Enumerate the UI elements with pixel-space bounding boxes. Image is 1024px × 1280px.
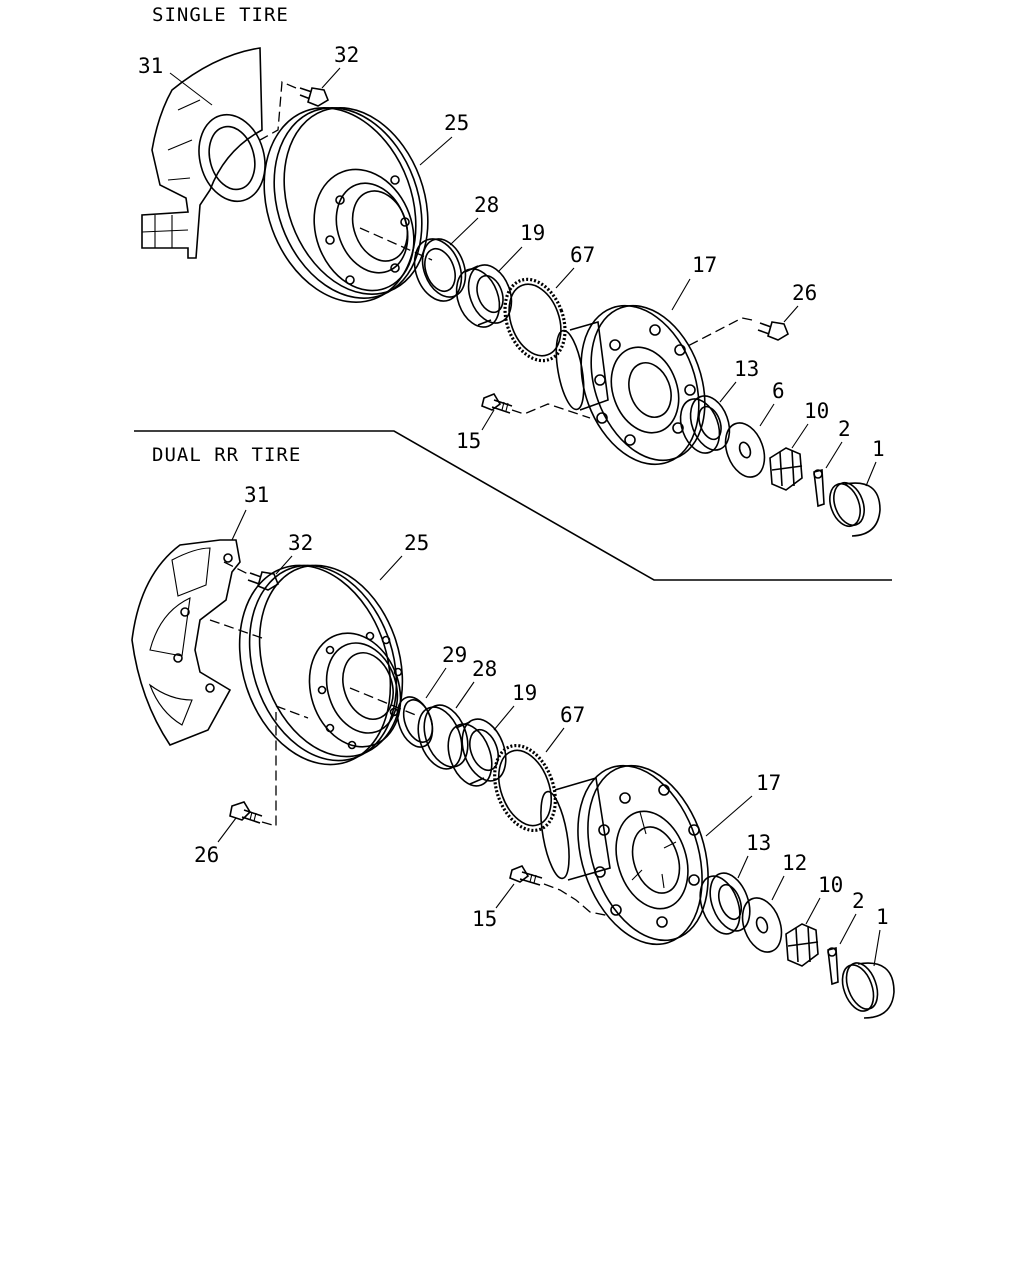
label-15-dual: 15 bbox=[472, 907, 497, 931]
label-19: 19 bbox=[520, 221, 545, 245]
part-17-hub-dual bbox=[540, 764, 709, 946]
part-28-seal-dual bbox=[417, 704, 469, 770]
label-32: 32 bbox=[334, 43, 359, 67]
section-title-single-tire: SINGLE TIRE bbox=[152, 4, 289, 26]
label-1-dual: 1 bbox=[876, 905, 889, 929]
part-1-hub-cap-dual bbox=[841, 962, 895, 1019]
section-title-dual-rr-tire: DUAL RR TIRE bbox=[152, 444, 301, 466]
label-13: 13 bbox=[734, 357, 759, 381]
label-25: 25 bbox=[444, 111, 469, 135]
label-17: 17 bbox=[692, 253, 717, 277]
part-1-hub-cap bbox=[829, 481, 881, 537]
label-26: 26 bbox=[792, 281, 817, 305]
label-67-dual: 67 bbox=[560, 703, 585, 727]
label-31: 31 bbox=[138, 54, 163, 78]
section-divider bbox=[134, 430, 892, 581]
label-67: 67 bbox=[570, 243, 595, 267]
label-32-dual: 32 bbox=[288, 531, 313, 555]
part-28-seal bbox=[413, 238, 467, 302]
label-6: 6 bbox=[772, 379, 785, 403]
part-17-hub bbox=[555, 304, 706, 466]
part-31-dust-shield bbox=[141, 47, 266, 259]
part-13-bearing-dual bbox=[699, 872, 751, 935]
part-2-cotter-pin-dual bbox=[827, 946, 839, 986]
label-13-dual: 13 bbox=[746, 831, 771, 855]
label-29: 29 bbox=[442, 643, 467, 667]
label-1: 1 bbox=[872, 437, 885, 461]
label-10: 10 bbox=[804, 399, 829, 423]
label-2-dual: 2 bbox=[852, 889, 865, 913]
part-2-cotter-pin bbox=[813, 468, 825, 508]
label-31-dual: 31 bbox=[244, 483, 269, 507]
part-32-bolt bbox=[299, 87, 329, 107]
label-2: 2 bbox=[838, 417, 851, 441]
part-29-ring bbox=[396, 696, 434, 748]
label-25-dual: 25 bbox=[404, 531, 429, 555]
part-26-bolt bbox=[757, 321, 789, 341]
single-tire-assembly: 31 32 25 bbox=[138, 43, 885, 537]
label-28: 28 bbox=[474, 193, 499, 217]
part-31-dust-shield-dual bbox=[131, 539, 241, 746]
part-19-bearing bbox=[455, 264, 513, 328]
part-25-brake-disc-dual bbox=[238, 564, 404, 766]
part-10-castle-nut-dual bbox=[785, 923, 819, 967]
part-6-washer bbox=[724, 422, 766, 478]
dual-tire-assembly: 31 32 25 bbox=[131, 483, 895, 1019]
label-28-dual: 28 bbox=[472, 657, 497, 681]
part-15-stud bbox=[481, 393, 513, 414]
label-15: 15 bbox=[456, 429, 481, 453]
label-26-dual: 26 bbox=[194, 843, 219, 867]
label-19-dual: 19 bbox=[512, 681, 537, 705]
part-10-castle-nut bbox=[769, 447, 803, 491]
part-26-bolt-dual bbox=[229, 801, 263, 824]
part-25-brake-disc bbox=[263, 107, 429, 303]
part-13-bearing bbox=[679, 395, 731, 454]
label-17-dual: 17 bbox=[756, 771, 781, 795]
part-15-stud-dual bbox=[509, 865, 543, 886]
part-12-washer bbox=[741, 897, 783, 953]
label-10-dual: 10 bbox=[818, 873, 843, 897]
part-67-sensor-ring bbox=[503, 277, 567, 363]
part-67-sensor-ring-dual bbox=[493, 743, 557, 833]
label-12: 12 bbox=[782, 851, 807, 875]
